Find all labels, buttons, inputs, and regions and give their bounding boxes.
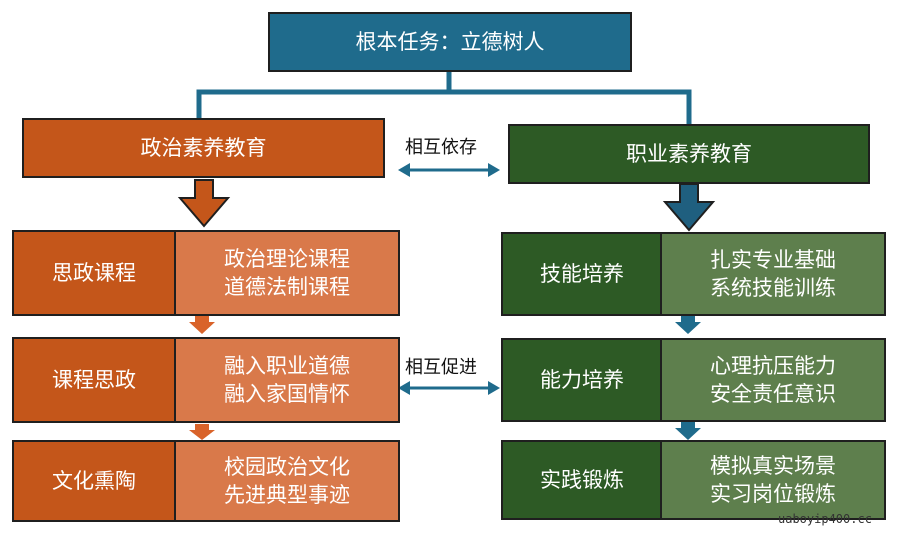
relation-middle-label: 相互促进 <box>405 357 477 378</box>
left-row-2-label-box: 课程思政 <box>12 337 176 423</box>
right-row-1-detail-1: 扎实专业基础 <box>710 247 836 272</box>
left-row-2-detail-2: 融入家国情怀 <box>224 382 350 406</box>
left-row-2-detail-box: 融入职业道德 融入家国情怀 <box>174 337 400 423</box>
left-row-3-detail-box: 校园政治文化 先进典型事迹 <box>174 440 400 522</box>
right-step-arrow-icon-1 <box>675 316 701 334</box>
left-row-3-label: 文化熏陶 <box>52 468 136 493</box>
middle-double-arrow-icon <box>398 381 500 395</box>
right-row-2-label: 能力培养 <box>540 367 624 392</box>
right-row-3-label: 实践锻炼 <box>540 467 624 492</box>
root-to-right-connector <box>449 89 692 124</box>
political-literacy-title: 政治素养教育 <box>140 135 267 160</box>
left-row-1-detail-2: 道德法制课程 <box>224 275 350 299</box>
relation-top-label: 相互依存 <box>405 137 477 158</box>
left-step-arrow-icon-1 <box>189 316 215 334</box>
left-row-2-detail-1: 融入职业道德 <box>224 353 350 378</box>
right-step-arrow-icon-2 <box>675 422 701 440</box>
left-row-1-detail-box: 政治理论课程 道德法制课程 <box>174 230 400 316</box>
watermark-text: uaboyip400.cc <box>778 512 872 526</box>
right-row-3-detail-box: 模拟真实场景 实习岗位锻炼 <box>660 440 886 520</box>
left-row-1-detail-1: 政治理论课程 <box>224 246 350 271</box>
professional-literacy-header: 职业素养教育 <box>508 124 870 184</box>
right-row-2-detail-1: 心理抗压能力 <box>710 353 836 378</box>
left-row-3-label-box: 文化熏陶 <box>12 440 176 522</box>
left-row-2-label: 课程思政 <box>52 367 136 392</box>
left-row-1-label: 思政课程 <box>52 260 136 285</box>
right-row-1-detail-2: 系统技能训练 <box>710 276 836 300</box>
right-row-1-detail-box: 扎实专业基础 系统技能训练 <box>660 232 886 316</box>
right-row-3-detail-2: 实习岗位锻炼 <box>710 482 836 506</box>
right-row-1-label-box: 技能培养 <box>501 232 663 316</box>
right-row-3-detail-1: 模拟真实场景 <box>710 453 836 478</box>
top-double-arrow-icon <box>398 163 500 177</box>
right-row-2-detail-2: 安全责任意识 <box>710 382 836 406</box>
left-row-3-detail-2: 先进典型事迹 <box>224 483 350 507</box>
root-task-box: 根本任务：立德树人 <box>268 12 632 72</box>
professional-literacy-title: 职业素养教育 <box>626 141 752 166</box>
root-to-left-connector <box>196 72 452 118</box>
right-row-3-label-box: 实践锻炼 <box>501 440 663 520</box>
left-row-3-detail-1: 校园政治文化 <box>224 454 350 479</box>
right-row-2-detail-box: 心理抗压能力 安全责任意识 <box>660 338 886 422</box>
right-row-1-label: 技能培养 <box>540 261 624 286</box>
right-row-2-label-box: 能力培养 <box>501 338 663 422</box>
root-task-title: 根本任务：立德树人 <box>355 29 545 54</box>
political-literacy-header: 政治素养教育 <box>22 118 385 178</box>
right-down-arrow-icon <box>662 183 716 232</box>
left-step-arrow-icon-2 <box>189 424 215 440</box>
left-down-arrow-icon <box>177 179 231 228</box>
left-row-1-label-box: 思政课程 <box>12 230 176 316</box>
